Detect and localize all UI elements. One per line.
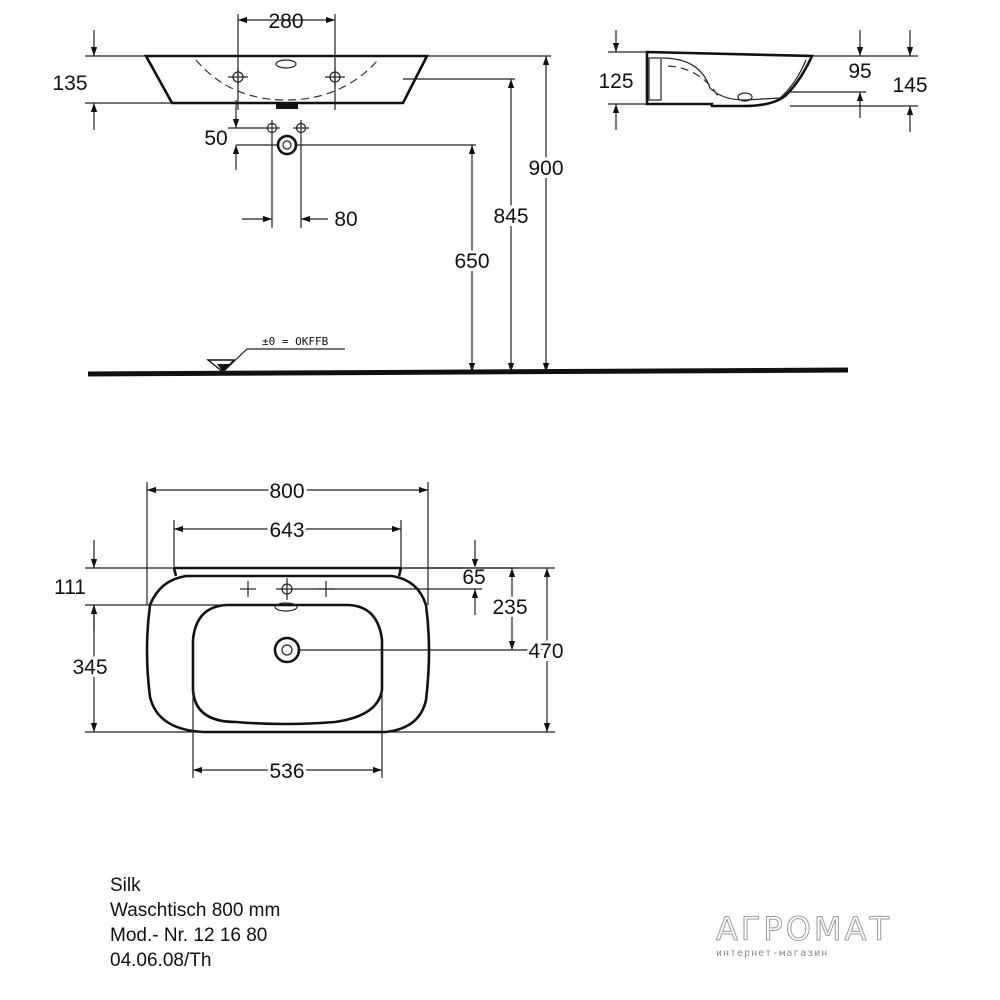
dim-waste-distance: 235	[492, 596, 527, 619]
top-view: 800 643 111 345 65 235 470	[51, 477, 566, 786]
floor-line	[87, 367, 849, 377]
dim-tap-offset: 65	[462, 566, 485, 589]
drain-stub	[276, 103, 298, 109]
overflow-top	[274, 602, 298, 612]
dim-bracket-offset: 50	[204, 127, 227, 150]
tap-hole-top	[276, 578, 298, 600]
dim-profile-total-height: 145	[892, 74, 927, 97]
dim-bowl-depth: 345	[72, 656, 107, 679]
fixing-bracket-right	[293, 120, 309, 136]
drain-top	[273, 636, 301, 664]
overflow-slot	[275, 59, 297, 69]
dim-tap-hole-spacing: 280	[268, 10, 303, 33]
floor-reference-label: ±0 = OKFFB	[262, 335, 329, 348]
caption-model-number: Mod.- Nr. 12 16 80	[110, 925, 268, 946]
profile-view: 125 95 145	[595, 30, 931, 132]
caption-product-name: Silk	[110, 875, 141, 896]
dim-profile-left-height: 125	[598, 70, 633, 93]
profile-bowl-inner	[661, 57, 807, 101]
basin-top-outline	[145, 574, 431, 734]
dim-back-width: 643	[269, 519, 304, 542]
profile-overflow	[737, 92, 753, 102]
dim-rim-inner-height: 845	[493, 205, 528, 228]
dim-overall-width: 800	[269, 480, 304, 503]
dim-rear-to-tap: 111	[54, 576, 86, 599]
dim-bowl-width: 536	[269, 760, 304, 783]
fixing-bracket-left	[264, 120, 280, 136]
watermark-subtitle: интернет-магазин	[716, 948, 829, 959]
caption-date: 04.06.08/Th	[110, 950, 212, 971]
bowl-top-outline	[191, 603, 384, 726]
dim-waste-spacing: 80	[334, 208, 357, 231]
dim-overall-depth: 470	[528, 640, 563, 663]
dim-profile-bowl-depth: 95	[848, 60, 871, 83]
side-hole-left-top	[240, 581, 256, 597]
shop-watermark: АГРОМАТ интернет-магазин	[716, 910, 906, 960]
drawing-caption: Silk Waschtisch 800 mm Mod.- Nr. 12 16 8…	[110, 873, 280, 973]
basin-profile-outline	[645, 50, 815, 108]
side-view: 280 135 50 80	[52, 10, 849, 377]
dim-rim-height: 900	[528, 157, 563, 180]
bowl-inner-dashed	[195, 59, 379, 101]
waste-outlet	[276, 134, 298, 156]
watermark-name: АГРОМАТ	[716, 910, 892, 948]
dim-waste-height: 650	[454, 250, 489, 273]
dim-basin-height: 135	[52, 72, 87, 95]
caption-description: Waschtisch 800 mm	[110, 900, 281, 921]
basin-side-outline	[143, 54, 430, 105]
